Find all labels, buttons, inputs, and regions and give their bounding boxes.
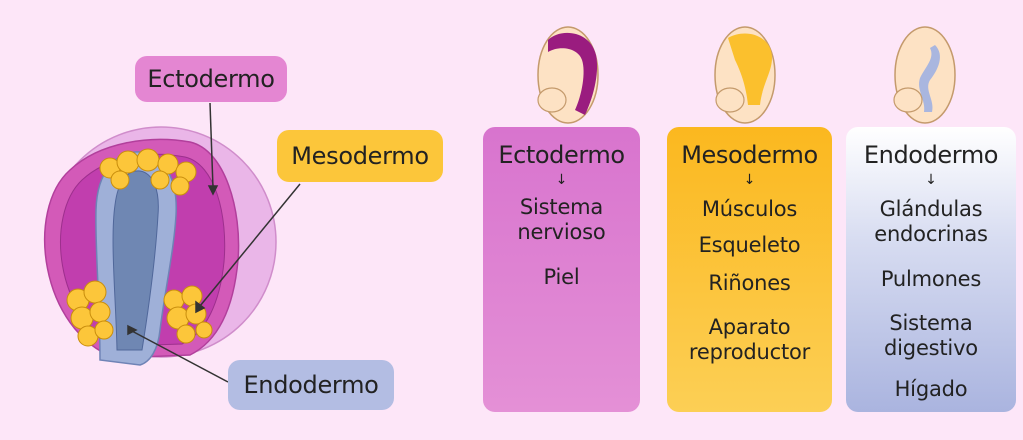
embryo-icon-endodermo bbox=[893, 26, 956, 124]
embryo-icon-mesodermo bbox=[714, 26, 776, 124]
label-endodermo: Endodermo bbox=[228, 360, 394, 410]
card-item: Músculos bbox=[701, 197, 798, 221]
card-endodermo: Endodermo ↓ Glándulas endocrinas Pulmone… bbox=[846, 127, 1016, 412]
card-item: Esqueleto bbox=[698, 233, 801, 257]
mesoderm-clusters bbox=[66, 148, 213, 347]
down-arrow-icon: ↓ bbox=[743, 172, 756, 188]
card-item: Sistema nervioso bbox=[517, 195, 606, 244]
endoderm-lumen bbox=[112, 170, 159, 351]
card-title: Mesodermo bbox=[681, 141, 818, 169]
card-title: Ectodermo bbox=[498, 141, 625, 169]
card-item: Piel bbox=[543, 265, 580, 289]
pointer-lines bbox=[127, 102, 301, 383]
card-item: Hígado bbox=[894, 377, 968, 401]
down-arrow-icon: ↓ bbox=[925, 172, 937, 188]
card-title: Endodermo bbox=[863, 141, 999, 169]
down-arrow-icon: ↓ bbox=[555, 172, 568, 188]
card-item: Aparato reproductor bbox=[688, 315, 811, 364]
card-item: Pulmones bbox=[880, 267, 982, 291]
card-item: Glándulas endocrinas bbox=[874, 197, 988, 246]
card-mesodermo: Mesodermo ↓ Músculos Esqueleto Riñones A… bbox=[667, 127, 832, 412]
card-item: Riñones bbox=[708, 271, 791, 295]
card-item: Sistema digestivo bbox=[884, 311, 978, 360]
card-ectodermo: Ectodermo ↓ Sistema nervioso Piel bbox=[483, 127, 640, 412]
embryo-icon-ectodermo bbox=[537, 26, 599, 124]
label-ectodermo: Ectodermo bbox=[135, 56, 287, 102]
label-mesodermo: Mesodermo bbox=[277, 130, 443, 182]
